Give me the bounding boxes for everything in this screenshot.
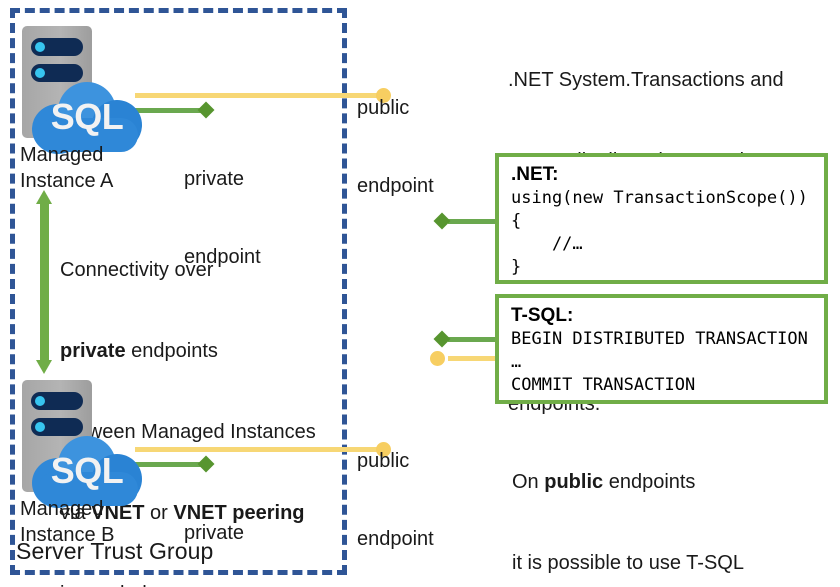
sql-cloud-icon: SQL [32,432,142,508]
server-trust-group-boundary [10,8,347,575]
pub-line2: it is possible to use T-SQL [512,552,744,574]
dotnet-code-box: .NET: using(new TransactionScope()) { //… [495,153,828,284]
private-endpoint-label-b-line1: private [184,522,245,544]
connectivity-note: Connectivity over private endpoints betw… [60,203,316,587]
tsql-box-yellow-connector-line [448,356,500,361]
tsql-code-box-title: T-SQL: [511,305,574,326]
mi-b-caption-line1: Managed [20,498,104,520]
public-endpoint-label-a: public endpoint [357,43,434,251]
managed-instance-b-caption: Managed Instance B [20,496,115,548]
public-endpoint-dot-a [376,88,391,103]
server-bay-icon [31,418,83,436]
server-bay-icon [31,64,83,82]
private-endpoint-label-a: private endpoint [184,114,261,322]
managed-instance-a: SQL Managed Instance A [4,26,204,201]
sql-cloud-icon: SQL [32,78,142,154]
public-endpoint-label-a-line1: public [357,97,410,119]
server-led-icon [35,422,45,432]
managed-instance-a-caption: Managed Instance A [20,142,113,194]
dotnet-box-connector-diamond [433,212,451,230]
conn-line4-mid: or [144,502,174,524]
sql-cloud-label: SQL [50,450,124,491]
private-endpoint-label-a-line2: endpoint [184,246,261,268]
public-endpoint-line-b [135,447,383,452]
dotnet-box-connector-line [448,219,500,224]
conn-line4-bold1: VNET [91,502,145,524]
server-led-icon [35,68,45,78]
public-endpoint-line-a [135,93,383,98]
conn-line2-bold: private [60,340,126,362]
public-endpoint-label-b-line2: endpoint [357,528,434,550]
private-endpoint-line-a [135,108,207,113]
server-led-icon [35,396,45,406]
private-endpoint-line-b [135,462,207,467]
mi-a-caption-line1: Managed [20,144,104,166]
dotnet-code-box-title: .NET: [511,164,559,185]
sql-cloud-label: SQL [50,96,124,137]
tsql-box-connector-diamond [433,330,451,348]
dotnet-code-box-code: using(new TransactionScope()) { //… } [511,188,808,277]
tsql-box-connector-dot [430,351,445,366]
conn-line1: Connectivity over [60,259,214,281]
mi-a-caption-line2: Instance A [20,170,114,192]
mi-b-caption-line2: Instance B [20,524,115,546]
conn-line5: is needed [60,583,147,587]
pub-line1-pre: On [512,471,545,493]
pub-line1-post: endpoints [603,471,696,493]
public-endpoints-note: On public endpoints it is possible to us… [512,415,790,587]
managed-instance-b: SQL Managed Instance B [4,380,204,555]
server-trust-group-label: Server Trust Group [16,538,214,564]
tsql-code-box-code: BEGIN DISTRIBUTED TRANSACTION … COMMIT T… [511,329,808,395]
vnet-connectivity-arrow [36,190,53,374]
tsql-box-green-connector-line [448,337,500,342]
intro-line1: .NET System.Transactions and [508,69,784,91]
pub-line1-bold: public [544,471,604,493]
conn-line4-bold2: VNET peering [173,502,305,524]
private-endpoint-label-a-line1: private [184,168,245,190]
conn-line4-pre: via [60,502,92,524]
private-endpoint-label-b: private endpoint [184,468,261,587]
public-endpoint-label-b: public endpoint [357,396,434,587]
tsql-code-box: T-SQL: BEGIN DISTRIBUTED TRANSACTION … C… [495,294,828,404]
public-endpoint-dot-b [376,442,391,457]
server-led-icon [35,42,45,52]
conn-line2-plain: endpoints [125,340,218,362]
server-bay-icon [31,38,83,56]
server-bay-icon [31,392,83,410]
public-endpoint-label-a-line2: endpoint [357,175,434,197]
public-endpoint-label-b-line1: public [357,450,410,472]
